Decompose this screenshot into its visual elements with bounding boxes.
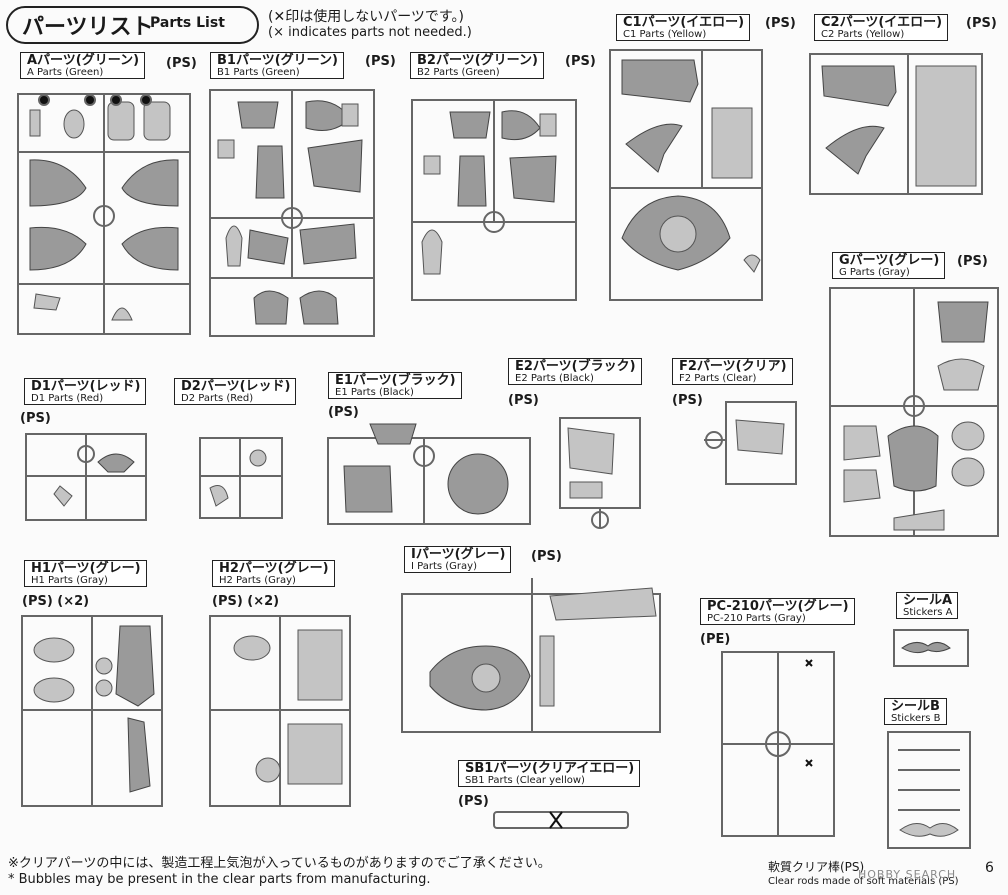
- sprue-h2-drawing: [209, 615, 351, 807]
- section-label-h2: H2パーツ(グレー)H2 Parts (Gray): [212, 560, 335, 587]
- parts-list-title-frame: [6, 6, 259, 44]
- sprue-b1-drawing: [209, 89, 375, 337]
- sprue-pc210-drawing: [721, 651, 835, 837]
- section-label-f2: F2パーツ(クリア)F2 Parts (Clear): [672, 358, 793, 385]
- section-label-i: Iパーツ(グレー)I Parts (Gray): [404, 546, 512, 573]
- sprue-i-drawing: [401, 578, 661, 733]
- sprue-a-drawing: [17, 93, 191, 335]
- section-label-d2: D2パーツ(レッド)D2 Parts (Red): [174, 378, 297, 405]
- section-label-pc210: PC-210パーツ(グレー)PC-210 Parts (Gray): [700, 598, 855, 625]
- sprue-e1-drawing: [327, 423, 531, 525]
- clear-parts-note-en: * Bubbles may be present in the clear pa…: [8, 872, 431, 887]
- section-label-h1: H1パーツ(グレー)H1 Parts (Gray): [24, 560, 147, 587]
- sprue-c1-drawing: [609, 49, 763, 301]
- material-a: (PS): [166, 56, 197, 71]
- hobby-search-watermark: HOBBY SEARCH: [858, 868, 957, 881]
- sprue-b2-drawing: [411, 99, 577, 301]
- section-label-e2: E2パーツ(ブラック)E2 Parts (Black): [508, 358, 642, 385]
- sprue-c2-drawing: [809, 53, 983, 195]
- sprue-g-drawing: [829, 287, 999, 537]
- material-e2: (PS): [508, 393, 539, 408]
- sprue-d2-drawing: [199, 437, 283, 519]
- clear-rods-label-jp: 軟質クリア棒(PS): [768, 860, 865, 874]
- section-label-c1: C1パーツ(イエロー)C1 Parts (Yellow): [616, 14, 751, 41]
- section-label-e1: E1パーツ(ブラック)E1 Parts (Black): [328, 372, 462, 399]
- sprue-h1-drawing: [21, 615, 163, 807]
- material-g: (PS): [957, 254, 988, 269]
- section-label-b1: B1パーツ(グリーン)B1 Parts (Green): [210, 52, 344, 79]
- parts-list-title-en: Parts List: [150, 15, 225, 31]
- material-h1: (PS) (×2): [22, 594, 90, 609]
- sprue-sb1-drawing: [493, 811, 629, 829]
- material-sb1: (PS): [458, 794, 489, 809]
- section-label-g: Gパーツ(グレー)G Parts (Gray): [832, 252, 946, 279]
- material-e1: (PS): [328, 405, 359, 420]
- material-f2: (PS): [672, 393, 703, 408]
- material-b2: (PS): [565, 54, 596, 69]
- section-label-a: Aパーツ(グリーン)A Parts (Green): [20, 52, 146, 79]
- section-label-sb1: SB1パーツ(クリアイエロー)SB1 Parts (Clear yellow): [458, 760, 641, 787]
- sprue-f2-drawing: [704, 401, 797, 485]
- parts-list-title-jp: パーツリスト: [22, 15, 154, 40]
- sprue-d1-drawing: [25, 433, 147, 521]
- unused-note-en: (× indicates parts not needed.): [268, 25, 472, 40]
- unused-note-jp: (✕印は使用しないパーツです。): [268, 9, 464, 25]
- material-pc210: (PE): [700, 632, 731, 647]
- clear-parts-note-jp: ※クリアパーツの中には、製造工程上気泡が入っているものがありますのでご了承くださ…: [8, 856, 551, 871]
- section-label-c2: C2パーツ(イエロー)C2 Parts (Yellow): [814, 14, 949, 41]
- material-h2: (PS) (×2): [212, 594, 280, 609]
- material-i: (PS): [531, 549, 562, 564]
- clear-rods-label-en: Clear rods made of soft materials (PS): [768, 876, 959, 887]
- material-c1: (PS): [765, 16, 796, 31]
- sticker-b-sheet: [887, 731, 971, 849]
- material-c2: (PS): [966, 16, 997, 31]
- section-label-d1: D1パーツ(レッド)D1 Parts (Red): [24, 378, 147, 405]
- sprue-e2-drawing: [559, 417, 641, 529]
- material-b1: (PS): [365, 54, 396, 69]
- sticker-a-sheet: [893, 629, 969, 667]
- page-number: 6: [985, 860, 994, 876]
- section-label-b2: B2パーツ(グリーン)B2 Parts (Green): [410, 52, 544, 79]
- material-d1: (PS): [20, 411, 51, 426]
